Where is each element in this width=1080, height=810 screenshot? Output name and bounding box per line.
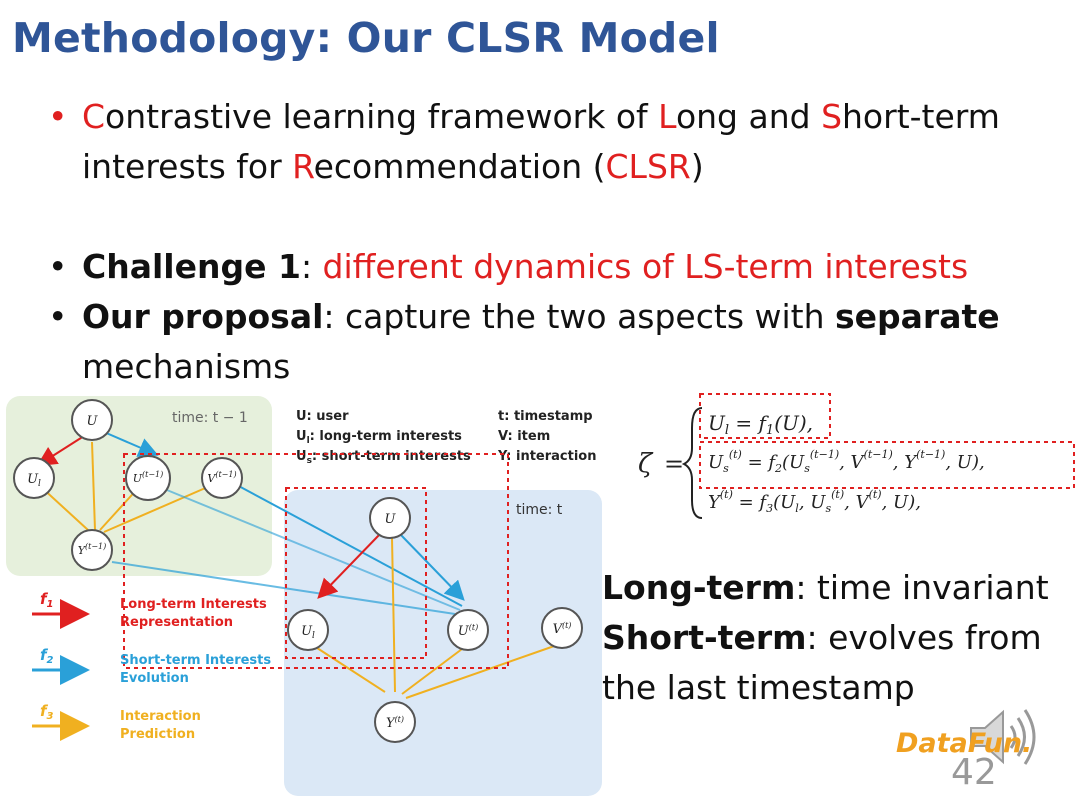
node-u-cur (369, 497, 411, 539)
short-term-label: Short-term (602, 618, 807, 657)
bullet-dot: • (48, 297, 68, 336)
bullet-dot: • (48, 247, 68, 286)
node-ul-cur (287, 609, 329, 651)
eq-highlight-1 (699, 393, 831, 439)
equation-line3: Y(t) = f3(Ul, Us(t), V(t), U), (708, 488, 921, 515)
svg-text:f3: f3 (40, 702, 54, 722)
challenge-label: Challenge 1 (82, 247, 301, 286)
svg-text:V: item: V: item (498, 429, 550, 444)
bullet-clsr-text: Contrastive learning framework of Long a… (82, 97, 1000, 186)
clsr-equation: ζ = Ul = f1(U), Us(t) = f2(Us(t−1), V(t−… (638, 393, 1075, 519)
node-u-prev (71, 399, 113, 441)
svg-text:Y: interaction: Y: interaction (497, 449, 597, 464)
slide-title: Methodology: Our CLSR Model (12, 14, 720, 62)
bullet-proposal: • Our proposal: capture the two aspects … (48, 292, 1058, 392)
node-v-cur (541, 607, 583, 649)
node-v-prev (201, 457, 243, 499)
node-us-cur (447, 609, 489, 651)
node-us-prev (125, 455, 171, 501)
short-term-text: : evolves from the last timestamp (602, 618, 1042, 707)
svg-text:Us: short-term interests: Us: short-term interests (296, 449, 471, 466)
svg-text:=: = (664, 450, 684, 478)
speaker-icon[interactable] (965, 702, 1047, 772)
proposal-text-end: mechanisms (82, 347, 291, 386)
highlight-short-term (123, 453, 509, 669)
svg-text:U: user: U: user (296, 409, 349, 424)
node-y-cur (374, 701, 416, 743)
datafun-logo: DataFun. (896, 728, 1033, 759)
proposal-text: : capture the two aspects with (323, 297, 836, 336)
equation-line1: Ul = f1(U), (708, 411, 813, 438)
svg-text:Ul: Ul (301, 624, 315, 641)
svg-text:f1: f1 (40, 590, 54, 610)
page-number: 42 (951, 752, 997, 793)
challenge-text: different dynamics of LS-term interests (322, 247, 969, 286)
svg-text:f2: f2 (40, 646, 54, 666)
prev-time-label: time: t − 1 (172, 410, 248, 426)
svg-text:Ul: Ul (27, 472, 41, 489)
bullet-dot: • (48, 97, 68, 136)
svg-text:U: U (87, 414, 99, 429)
long-term-text: : time invariant (795, 568, 1049, 607)
bullet-list: • Contrastive learning framework of Long… (48, 92, 1058, 392)
svg-text:ζ: ζ (638, 449, 654, 479)
eq-highlight-2 (699, 441, 1075, 489)
term-notes: Long-term: time invariant Short-term: ev… (602, 563, 1049, 713)
highlight-long-term (285, 487, 427, 659)
svg-text:Ul: long-term interests: Ul: long-term interests (296, 429, 462, 446)
proposal-bold: separate (835, 297, 1000, 336)
svg-text:t: timestamp: t: timestamp (498, 409, 593, 424)
node-ul-prev (13, 457, 55, 499)
bullet-challenge: • Challenge 1: different dynamics of LS-… (48, 242, 1058, 292)
node-y-prev (71, 529, 113, 571)
bullet-clsr: • Contrastive learning framework of Long… (48, 92, 1058, 192)
cur-time-label: time: t (516, 502, 563, 518)
proposal-label: Our proposal (82, 297, 324, 336)
clsr-diagram: time: t − 1 time: t U: user Ul: long-ter… (6, 396, 602, 796)
long-term-label: Long-term (602, 568, 796, 607)
equation-line2: Us(t) = f2(Us(t−1), V(t−1), Y(t−1), U), (708, 448, 985, 475)
symbol-legend: U: user Ul: long-term interests Us: shor… (296, 409, 597, 466)
cur-time-panel (284, 490, 602, 796)
svg-text:U: U (385, 512, 397, 527)
